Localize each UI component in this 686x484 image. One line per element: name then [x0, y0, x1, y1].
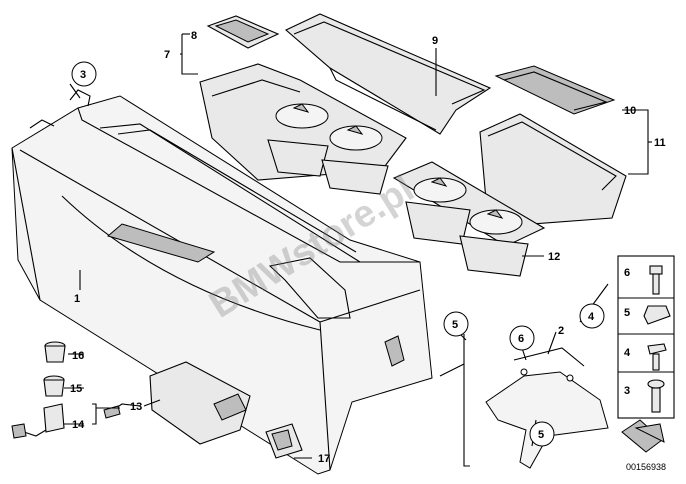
bracket [485, 347, 609, 469]
control-unit [103, 361, 251, 445]
legend-label-3: 3 [624, 385, 630, 397]
label-10: 10 [624, 105, 636, 117]
label-1: 1 [74, 293, 80, 305]
storage-tray-long [284, 13, 492, 135]
socket-14 [11, 403, 65, 439]
legend-label-6: 6 [624, 267, 630, 279]
label-3: 3 [80, 69, 86, 81]
callout-circle-5-bottom [529, 421, 555, 447]
label-5-top: 5 [452, 319, 458, 331]
legend-label-5: 5 [624, 307, 630, 319]
callout-circle-6 [509, 325, 535, 351]
cupholder-tray-rear [199, 63, 407, 195]
label-11: 11 [654, 137, 666, 149]
cap-16 [44, 341, 66, 363]
label-16: 16 [72, 350, 84, 362]
part-numbers: 3 8 7 9 10 11 12 1 5 6 2 4 5 16 15 14 13… [70, 30, 666, 465]
small-insert-mat [206, 15, 280, 49]
cupholder-front [392, 161, 546, 277]
label-6: 6 [518, 333, 524, 345]
label-12: 12 [548, 251, 560, 263]
callout-circle-5-top [443, 311, 469, 337]
label-15: 15 [70, 383, 82, 395]
label-2: 2 [558, 325, 564, 337]
storage-mat [494, 65, 616, 115]
label-4: 4 [588, 311, 595, 323]
label-5-bottom: 5 [538, 429, 544, 441]
diagram-id: 00156938 [626, 462, 666, 472]
center-console-body [11, 89, 433, 475]
label-8: 8 [191, 30, 197, 42]
switch-socket [265, 423, 303, 459]
legend-label-4: 4 [624, 347, 631, 359]
label-7: 7 [164, 49, 170, 61]
callout-circle-3 [71, 61, 97, 87]
callout-circle-4 [579, 303, 605, 329]
hardware-legend [617, 255, 675, 453]
label-14: 14 [72, 419, 85, 431]
cap-15 [43, 375, 65, 397]
label-13: 13 [130, 401, 142, 413]
label-17: 17 [318, 453, 330, 465]
label-9: 9 [432, 35, 438, 47]
